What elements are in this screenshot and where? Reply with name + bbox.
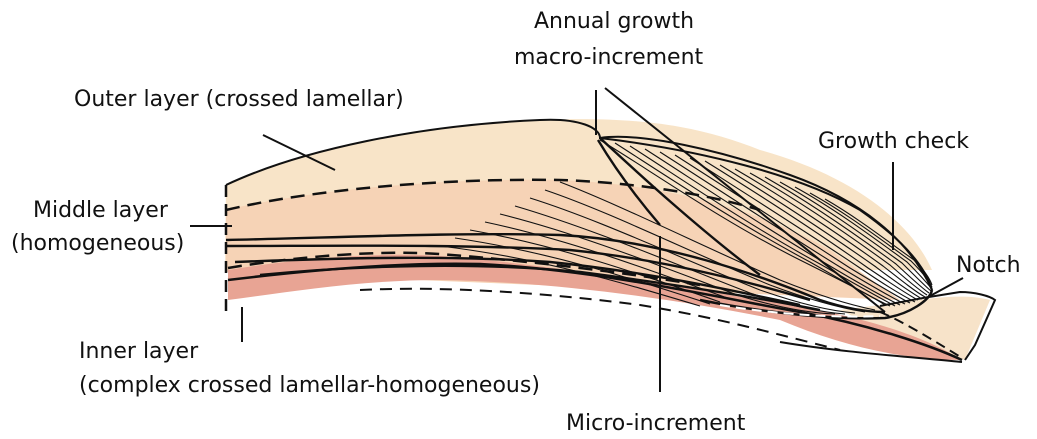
label-inner-layer-line1: Inner layer	[79, 339, 199, 364]
label-annual-growth-line1: Annual growth	[534, 9, 694, 34]
label-middle-layer-line1: Middle layer	[33, 198, 169, 223]
label-outer-layer: Outer layer (crossed lamellar)	[74, 87, 404, 112]
label-notch: Notch	[956, 253, 1021, 278]
label-annual-growth-line2: macro-increment	[514, 45, 704, 70]
label-middle-layer-line2: (homogeneous)	[11, 231, 184, 256]
shell-section	[225, 119, 995, 362]
label-inner-layer-line2: (complex crossed lamellar-homogeneous)	[79, 373, 540, 398]
label-growth-check: Growth check	[818, 129, 969, 154]
label-micro-increment: Micro-increment	[566, 411, 746, 436]
